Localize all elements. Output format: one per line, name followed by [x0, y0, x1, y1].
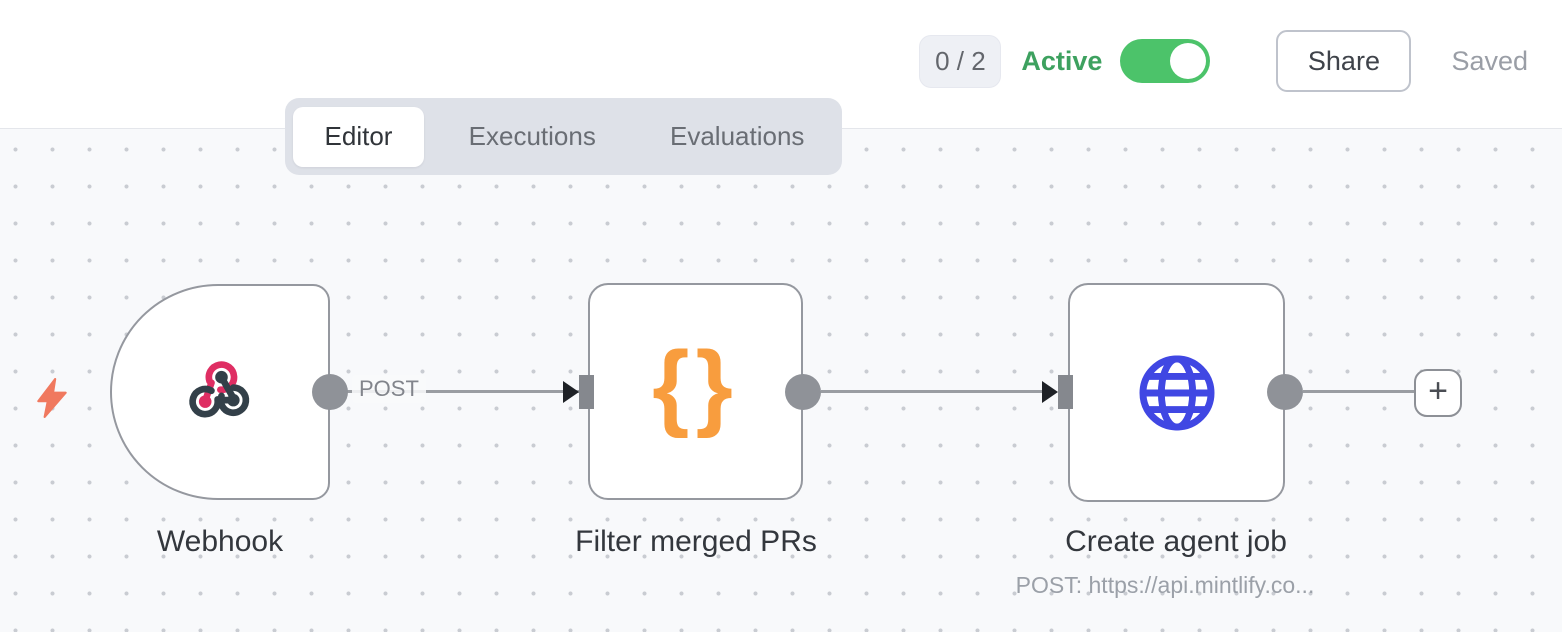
filter-input-arrow-icon — [563, 381, 579, 403]
issues-counter-badge[interactable]: 0 / 2 — [919, 34, 1002, 88]
tab-evaluations[interactable]: Evaluations — [670, 121, 805, 151]
curly-braces-icon: {} — [652, 331, 739, 439]
connection-filter-to-http[interactable] — [821, 390, 1042, 393]
tab-executions[interactable]: Executions — [468, 121, 596, 151]
webhook-output-port[interactable] — [312, 374, 348, 410]
connection-webhook-to-filter[interactable] — [330, 390, 579, 393]
top-bar-controls: 0 / 2 Active Share Saved — [919, 0, 1528, 122]
connection-http-to-add[interactable] — [1303, 390, 1414, 393]
filter-input-port[interactable] — [579, 375, 594, 409]
node-filter-merged-prs[interactable]: {} — [588, 283, 803, 500]
active-label: Active — [1021, 45, 1103, 76]
http-input-port[interactable] — [1058, 375, 1073, 409]
http-input-arrow-icon — [1042, 381, 1058, 403]
toggle-knob-icon — [1170, 43, 1207, 79]
add-node-button[interactable]: + — [1414, 369, 1462, 417]
share-button[interactable]: Share — [1276, 30, 1412, 92]
tab-editor[interactable]: Editor — [293, 106, 425, 167]
node-label-create-agent-job: Create agent job — [1065, 525, 1287, 558]
node-subtitle-http-request: POST: https://api.mintlify.co... — [1015, 572, 1315, 598]
globe-icon — [1139, 355, 1214, 430]
active-toggle[interactable] — [1120, 39, 1211, 83]
node-label-filter: Filter merged PRs — [575, 525, 817, 558]
node-webhook[interactable] — [110, 284, 330, 500]
webhook-output-label: POST — [352, 375, 426, 403]
view-tabs: Editor Executions Evaluations — [285, 98, 842, 175]
node-create-agent-job[interactable] — [1068, 283, 1285, 502]
webhook-icon — [189, 361, 250, 418]
http-output-port[interactable] — [1267, 374, 1303, 410]
trigger-bolt-icon — [37, 378, 67, 418]
filter-output-port[interactable] — [785, 374, 821, 410]
save-status: Saved — [1451, 45, 1528, 76]
node-label-webhook: Webhook — [156, 525, 284, 558]
workflow-canvas[interactable]: POST {} + Webhook Filter merged PRs Crea… — [0, 129, 1562, 632]
